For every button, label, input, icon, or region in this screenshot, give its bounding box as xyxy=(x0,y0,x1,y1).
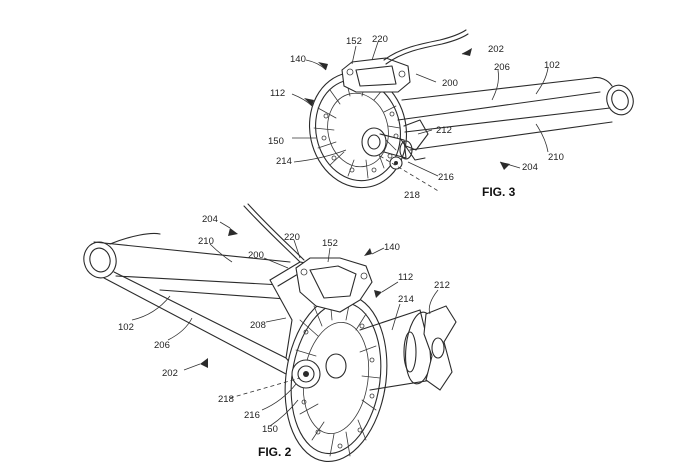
fig2-drawing: 204 210 200 220 152 140 112 212 214 208 … xyxy=(83,203,457,463)
fig2-label-112: 112 xyxy=(398,272,413,283)
fig3-caption: FIG. 3 xyxy=(482,185,516,199)
fig3-arrow-112 xyxy=(304,98,314,106)
fig2-label-150: 150 xyxy=(262,424,278,435)
fig3-arrow-202 xyxy=(462,48,472,56)
fig3-label-204: 204 xyxy=(522,162,538,173)
fig3-leaders xyxy=(291,41,549,177)
fig2-caliper xyxy=(243,203,373,313)
fig3-label-102: 102 xyxy=(544,60,560,71)
fig2-caption: FIG. 2 xyxy=(258,445,292,459)
fig2-label-202: 202 xyxy=(162,368,178,379)
fig2-arrow-204 xyxy=(228,228,238,236)
fig2-arrow-112 xyxy=(374,290,382,298)
fig3-label-202: 202 xyxy=(488,44,504,55)
fig2-label-218: 218 xyxy=(218,394,234,405)
fig3-label-152: 152 xyxy=(346,36,362,47)
fig3-label-206: 206 xyxy=(494,62,510,73)
fig3-label-216: 216 xyxy=(438,172,454,183)
fig3-drawing: 152 220 140 202 206 102 112 200 212 150 … xyxy=(268,29,634,201)
fig3-label-210: 210 xyxy=(548,152,564,163)
fig2-axis-218 xyxy=(229,377,301,399)
fig2-label-152: 152 xyxy=(322,238,338,249)
fig3-swingarm xyxy=(397,76,634,161)
fig2-label-204: 204 xyxy=(202,214,218,225)
fig2-dropout xyxy=(423,305,457,391)
fig3-label-220: 220 xyxy=(372,34,388,45)
fig3-hub xyxy=(361,127,413,170)
fig3-arrow-140 xyxy=(318,62,328,70)
fig2-label-216: 216 xyxy=(244,410,260,421)
fig2-label-206: 206 xyxy=(154,340,170,351)
fig2-swingarm xyxy=(83,232,301,375)
fig3-axis-218 xyxy=(379,155,441,193)
fig3-label-140: 140 xyxy=(290,54,306,65)
fig3-label-200: 200 xyxy=(442,78,458,89)
fig2-label-102: 102 xyxy=(118,322,134,333)
fig2-arrow-140 xyxy=(364,248,372,256)
fig3-arrow-204 xyxy=(500,162,510,170)
fig3-label-214: 214 xyxy=(276,156,292,167)
fig3-label-150: 150 xyxy=(268,136,284,147)
fig2-label-214: 214 xyxy=(398,294,414,305)
fig3-label-112: 112 xyxy=(270,88,285,99)
fig3-label-212: 212 xyxy=(436,125,452,136)
fig2-label-220: 220 xyxy=(284,232,300,243)
fig2-label-140: 140 xyxy=(384,242,400,253)
fig2-label-212: 212 xyxy=(434,280,450,291)
fig2-label-210: 210 xyxy=(198,236,214,247)
fig2-arrow-202 xyxy=(200,358,208,368)
fig2-leaders xyxy=(131,221,439,427)
fig2-label-208: 208 xyxy=(250,320,266,331)
fig3-caliper xyxy=(341,29,469,93)
fig3-dropout xyxy=(403,119,429,151)
fig3-label-218: 218 xyxy=(404,190,420,201)
fig2-label-200: 200 xyxy=(248,250,264,261)
